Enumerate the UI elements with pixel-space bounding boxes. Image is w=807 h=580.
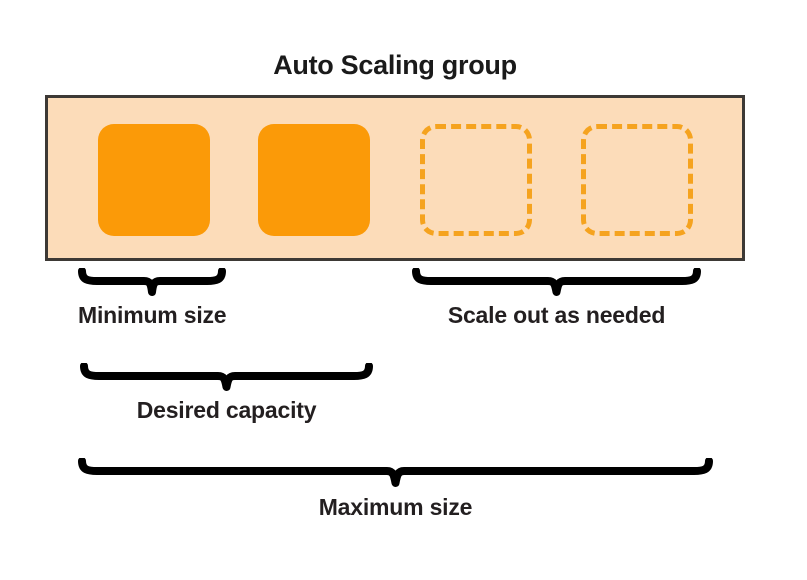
- annotation-label-minimum-size: Minimum size: [78, 302, 227, 328]
- annotation-maximum-size: Maximum size: [78, 458, 713, 520]
- instance-potential-2: [581, 124, 693, 236]
- instance-running-1: [98, 124, 210, 236]
- brace-down-icon: [78, 458, 713, 487]
- annotation-desired-capacity: Desired capacity: [80, 363, 373, 423]
- brace-down-icon: [78, 268, 226, 296]
- annotation-minimum-size: Minimum size: [78, 268, 227, 328]
- instance-running-2: [258, 124, 370, 236]
- brace-down-icon: [412, 268, 701, 296]
- annotation-scale-out-as-needed: Scale out as needed: [412, 268, 701, 328]
- annotation-label-desired-capacity: Desired capacity: [136, 397, 317, 423]
- annotation-label-scale-out-as-needed: Scale out as needed: [447, 302, 666, 328]
- instance-potential-1: [420, 124, 532, 236]
- annotation-label-maximum-size: Maximum size: [318, 494, 473, 520]
- brace-down-icon: [80, 363, 373, 391]
- diagram-title: Auto Scaling group: [273, 50, 517, 80]
